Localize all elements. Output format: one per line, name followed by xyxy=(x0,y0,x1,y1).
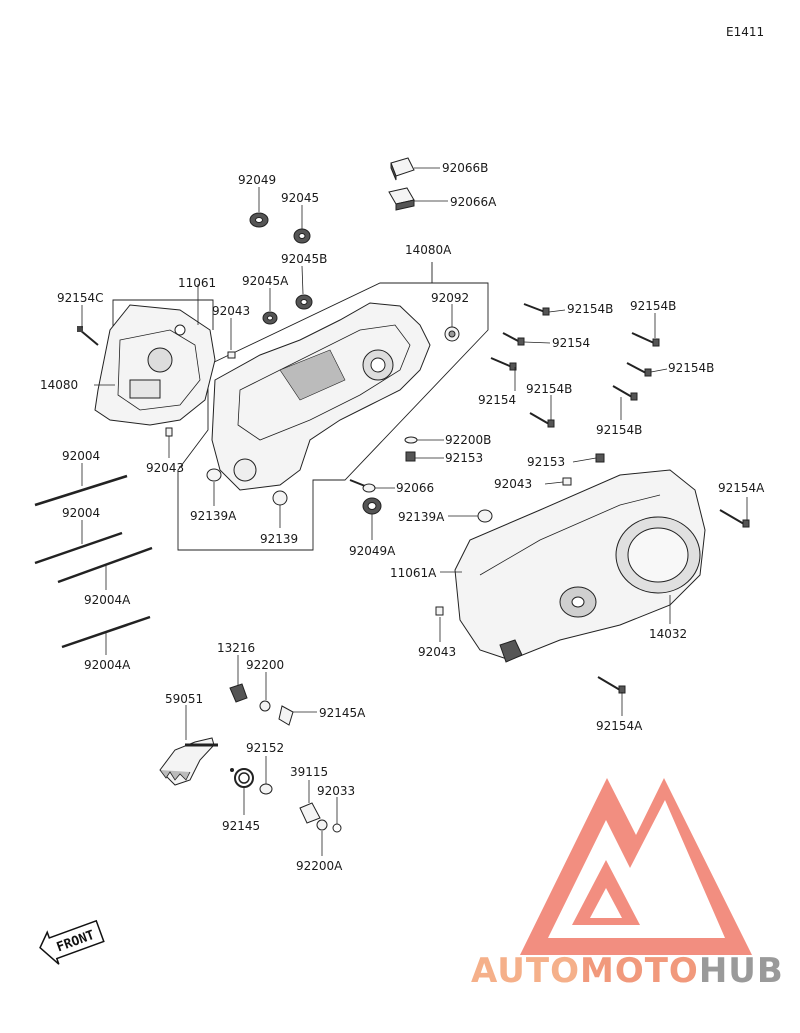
label-92049: 92049 xyxy=(238,173,276,187)
washer-92200b xyxy=(404,436,418,444)
bush-92139a-left xyxy=(206,468,222,482)
label-92145a: 92145A xyxy=(319,706,366,720)
label-92154-1: 92154 xyxy=(552,336,590,350)
label-92043-top: 92043 xyxy=(212,304,250,318)
dowel-92043-bottom xyxy=(435,606,444,616)
bolt-92154b-4 xyxy=(529,412,555,428)
label-92043-left: 92043 xyxy=(146,461,184,475)
label-92043-right: 92043 xyxy=(494,477,532,491)
label-92139: 92139 xyxy=(260,532,298,546)
stud-92004a-1 xyxy=(57,546,153,584)
label-14080a: 14080A xyxy=(405,243,452,257)
diagram-code: E1411 xyxy=(726,25,764,39)
label-92153-1: 92153 xyxy=(445,451,483,465)
label-92043-bottom: 92043 xyxy=(418,645,456,659)
label-92154b-4: 92154B xyxy=(526,382,572,396)
label-11061: 11061 xyxy=(178,276,216,290)
clip-92033 xyxy=(332,823,342,833)
label-92033: 92033 xyxy=(317,784,355,798)
dowel-92043-left xyxy=(165,427,173,437)
bearing-92045a xyxy=(262,311,278,325)
label-92004-1: 92004 xyxy=(62,449,100,463)
washer-92200 xyxy=(259,700,271,712)
label-92066a: 92066A xyxy=(450,195,497,209)
seal-92049a xyxy=(362,497,382,515)
label-92066b: 92066B xyxy=(442,161,488,175)
bush-92139 xyxy=(272,490,288,506)
bolt-92154a-1 xyxy=(719,509,750,528)
dowel-92043-right xyxy=(562,477,572,486)
label-92004a-2: 92004A xyxy=(84,658,131,672)
label-92049a: 92049A xyxy=(349,544,396,558)
label-92066: 92066 xyxy=(396,481,434,495)
block-92066b xyxy=(390,157,415,181)
label-92154a-1: 92154A xyxy=(718,481,765,495)
bearing-92045b xyxy=(295,294,313,310)
automotohub-logo: AUTOMOTOHUB xyxy=(471,778,784,991)
label-92153-2: 92153 xyxy=(527,455,565,469)
bearing-92049 xyxy=(249,212,269,228)
label-13216: 13216 xyxy=(217,641,255,655)
bolt-92153-b xyxy=(595,453,605,463)
collar-92152 xyxy=(259,783,273,795)
bolt-92154a-2 xyxy=(597,676,626,694)
clip-92145a xyxy=(278,705,294,726)
stud-92066 xyxy=(349,479,376,493)
bearing-92045 xyxy=(293,228,311,244)
label-14032: 14032 xyxy=(649,627,687,641)
frame-crankcase-left xyxy=(112,299,214,330)
label-92139a-1: 92139A xyxy=(398,510,445,524)
bolt-92154b-5 xyxy=(612,385,638,401)
spring-92145 xyxy=(230,768,254,788)
leader-lines xyxy=(81,167,748,856)
label-92092: 92092 xyxy=(431,291,469,305)
kick-gear-59051 xyxy=(159,737,218,786)
bolt-92154c xyxy=(77,326,99,346)
label-92154-2: 92154 xyxy=(478,393,516,407)
bush-39115 xyxy=(299,802,321,824)
label-92154b-3: 92154B xyxy=(668,361,714,375)
label-92154c: 92154C xyxy=(57,291,104,305)
label-59051: 59051 xyxy=(165,692,203,706)
label-92004-2: 92004 xyxy=(62,506,100,520)
bolt-92153-a xyxy=(405,451,416,462)
label-92154a-2: 92154A xyxy=(596,719,643,733)
label-92200b: 92200B xyxy=(445,433,491,447)
bolt-92154b-2 xyxy=(631,332,660,347)
watermark-auto: AUTOMOTOHUB xyxy=(471,951,784,991)
label-92045a: 92045A xyxy=(242,274,289,288)
label-92154b-2: 92154B xyxy=(630,299,676,313)
label-92004a-1: 92004A xyxy=(84,593,131,607)
crankcase-right-14080a xyxy=(211,302,431,491)
label-39115: 39115 xyxy=(290,765,328,779)
stud-92004-1 xyxy=(34,474,128,507)
label-11061a: 11061A xyxy=(390,566,437,580)
label-92145: 92145 xyxy=(222,819,260,833)
bolt-92154b-3 xyxy=(626,362,652,377)
bolt-92154b-1 xyxy=(523,303,550,316)
shaft-13216 xyxy=(229,683,248,703)
label-92152: 92152 xyxy=(246,741,284,755)
bush-92139a-right xyxy=(477,509,493,523)
label-92139a-2: 92139A xyxy=(190,509,237,523)
block-92066a xyxy=(388,187,415,211)
dowel-92043-top xyxy=(227,351,236,359)
label-92154b-5: 92154B xyxy=(596,423,642,437)
bolt-92154-1 xyxy=(502,332,525,346)
label-92200a: 92200A xyxy=(296,859,343,873)
bolt-92154-2 xyxy=(490,357,517,371)
part-labels: 92066B 92066A 92049 92045 92045B 14080A … xyxy=(40,161,765,873)
label-92200: 92200 xyxy=(246,658,284,672)
cover-14032 xyxy=(454,469,706,663)
label-92045: 92045 xyxy=(281,191,319,205)
label-92045b: 92045B xyxy=(281,252,327,266)
front-direction-badge: FRONT xyxy=(39,919,105,965)
label-14080: 14080 xyxy=(40,378,78,392)
bearing-92092 xyxy=(444,326,460,342)
stud-92004-2 xyxy=(34,531,123,565)
label-92154b-1: 92154B xyxy=(567,302,613,316)
washer-92200a xyxy=(316,819,328,831)
crankcase-left-11061 xyxy=(94,304,216,426)
